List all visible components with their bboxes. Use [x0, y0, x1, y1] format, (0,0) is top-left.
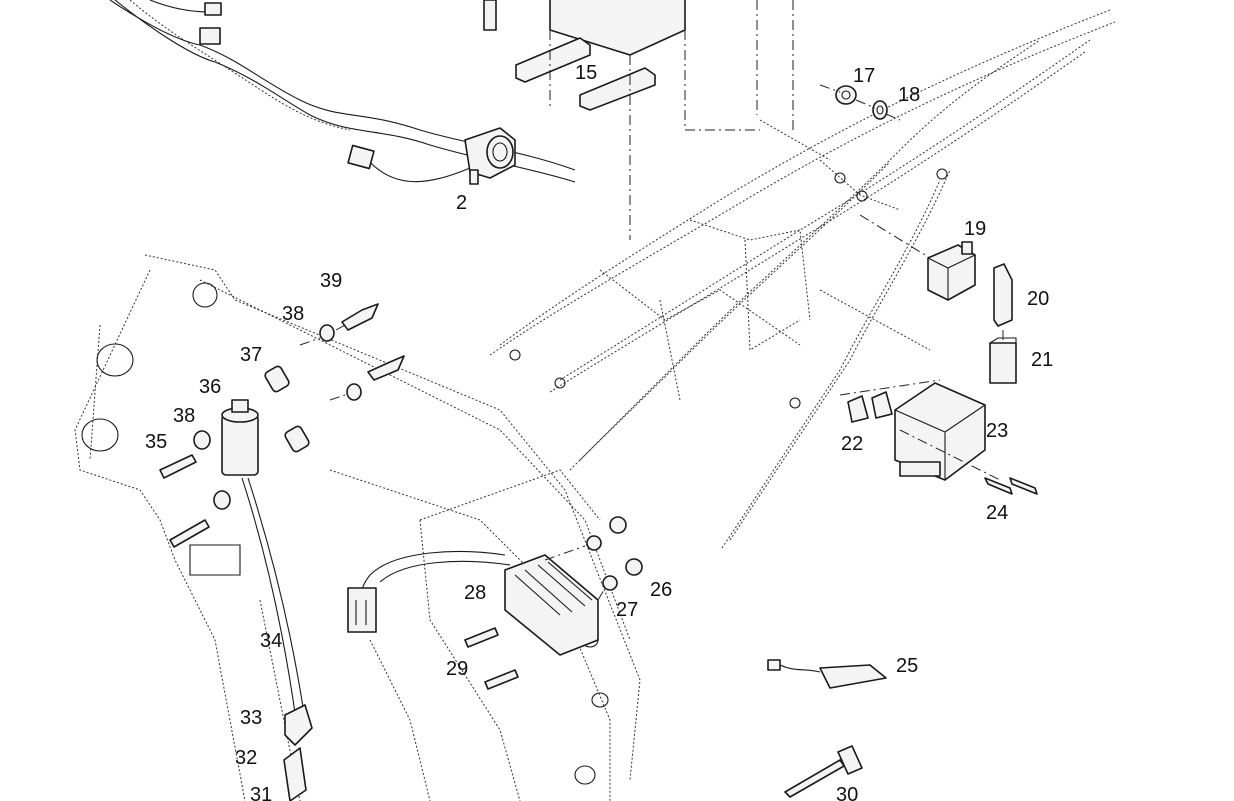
- callout-25: 25: [896, 655, 918, 677]
- callout-31: 31: [250, 784, 272, 801]
- washer-nut-part-27-26: [586, 516, 643, 591]
- callout-38-upper: 38: [282, 303, 304, 325]
- regulator-rectifier-part-28: [347, 550, 599, 656]
- callout-32: 32: [235, 747, 257, 769]
- callout-33: 33: [240, 707, 262, 729]
- bolt-part-35: [159, 454, 210, 548]
- ignition-coil-part-36: [221, 399, 306, 721]
- washer-part-18: [872, 100, 888, 120]
- callout-21: 21: [1031, 349, 1053, 371]
- callout-28: 28: [464, 582, 486, 604]
- callout-17: 17: [853, 65, 875, 87]
- sensor-part-25: [767, 659, 887, 689]
- callout-29: 29: [446, 658, 468, 680]
- bracket-part-20: [993, 263, 1013, 327]
- washer-part-38: [193, 324, 362, 510]
- connector-plug-top: [199, 27, 221, 45]
- handlebar-switch-part-2: [347, 127, 516, 185]
- callout-19: 19: [964, 218, 986, 240]
- rear-subframe: [489, 9, 1116, 549]
- spacer-pad-15b: [579, 67, 656, 111]
- clip-part-22: [847, 391, 893, 423]
- callout-37: 37: [240, 344, 262, 366]
- callout-15: 15: [575, 62, 597, 84]
- callout-38-lower: 38: [173, 405, 195, 427]
- callout-23: 23: [986, 420, 1008, 442]
- spacer-part-37: [264, 365, 310, 453]
- callout-labels: 2 15 17 18 19 20 21 22 23 24 25 26 27 28…: [145, 62, 1053, 801]
- cdi-unit-part-23: [894, 382, 986, 481]
- bolt-part-39: [341, 303, 405, 381]
- main-frame: [74, 254, 641, 801]
- callout-20: 20: [1027, 288, 1049, 310]
- callout-27: 27: [616, 599, 638, 621]
- rubber-cap-part-21: [989, 337, 1017, 384]
- callout-39: 39: [320, 270, 342, 292]
- battery-box-top: [483, 0, 794, 240]
- screw-part-24: [984, 477, 1038, 495]
- callout-36: 36: [199, 376, 221, 398]
- callout-30: 30: [836, 784, 858, 801]
- nut-part-17: [835, 85, 857, 105]
- relay-part-19: [927, 241, 976, 301]
- callout-22: 22: [841, 433, 863, 455]
- callout-26: 26: [650, 579, 672, 601]
- spacer-pad-15a: [515, 37, 591, 83]
- callout-24: 24: [986, 502, 1008, 524]
- callout-35: 35: [145, 431, 167, 453]
- bolt-part-29: [464, 627, 519, 690]
- callout-34: 34: [260, 630, 282, 652]
- callout-18: 18: [898, 84, 920, 106]
- callout-2: 2: [456, 192, 467, 214]
- spark-plug-cap-part-33: [283, 704, 313, 801]
- cable-tie-part-30: [784, 745, 863, 798]
